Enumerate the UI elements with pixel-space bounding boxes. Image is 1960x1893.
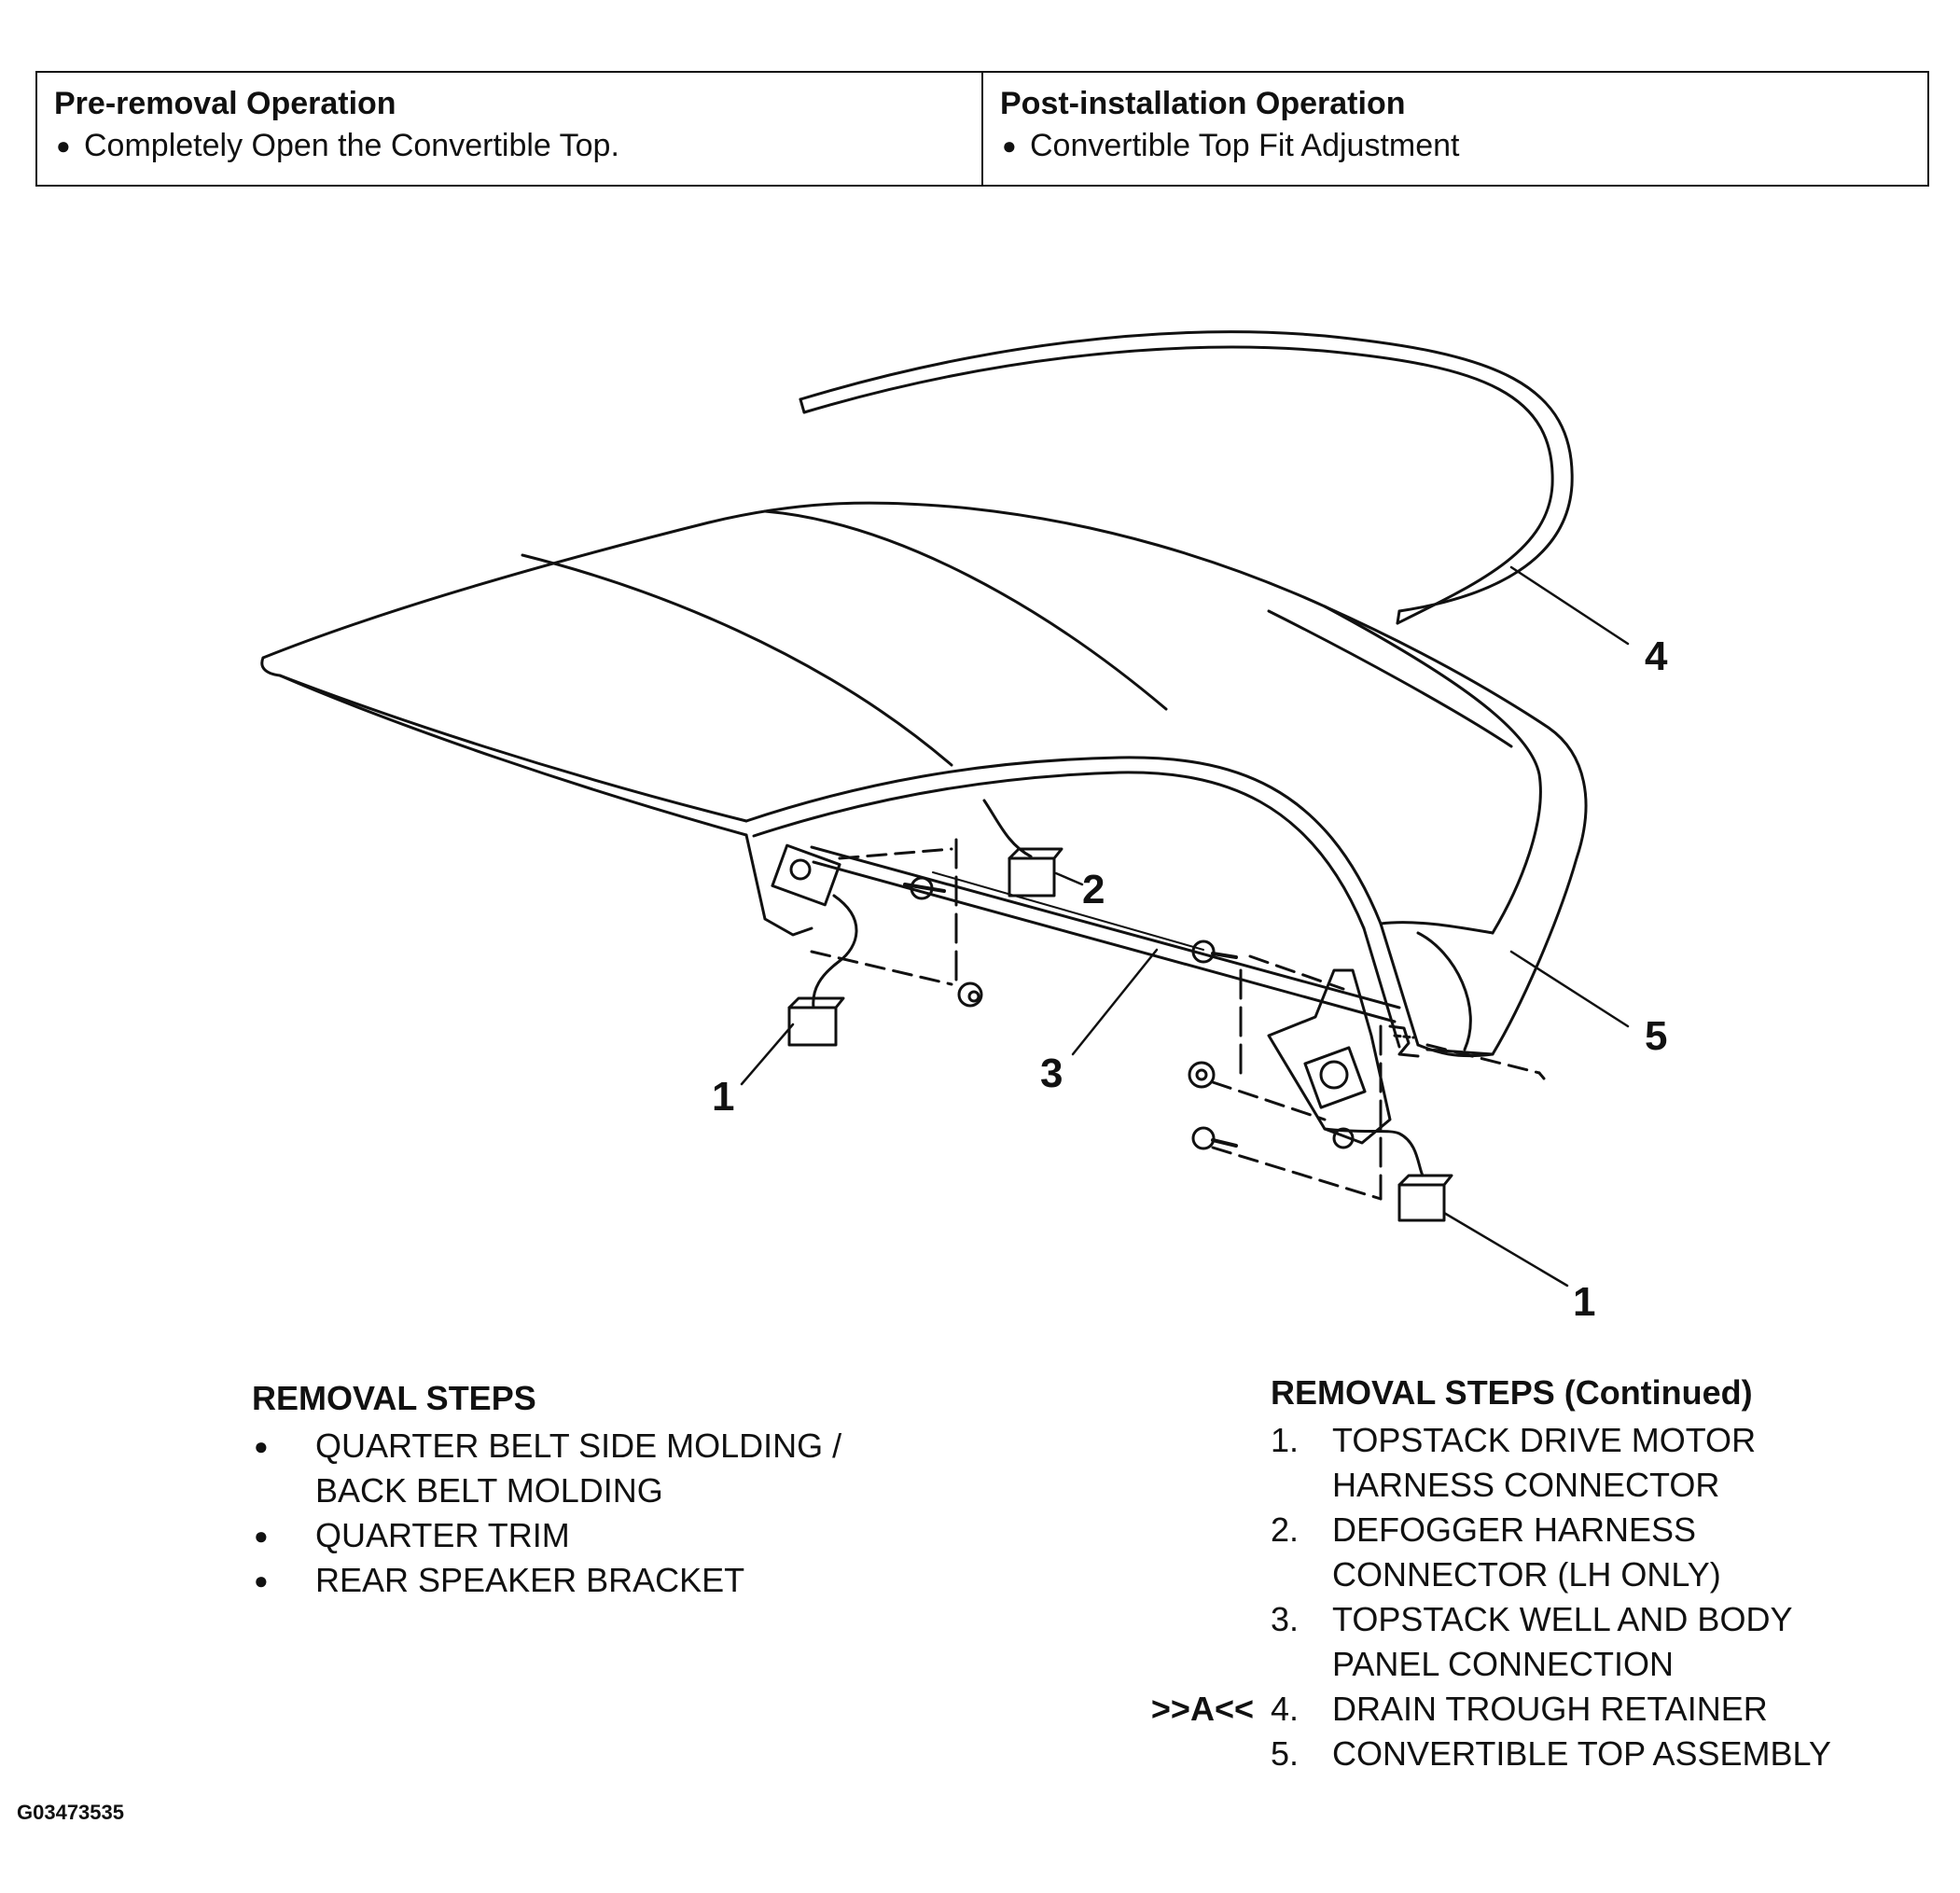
bullet-icon: ● xyxy=(254,1522,269,1550)
step-text: TOPSTACK WELL AND BODY xyxy=(1332,1600,1793,1638)
post-installation-item: ● Convertible Top Fit Adjustment xyxy=(1000,128,1911,164)
operation-table: Pre-removal Operation ● Completely Open … xyxy=(35,71,1929,187)
removal-step-item: BACK BELT MOLDING xyxy=(252,1468,961,1513)
bullet-icon: ● xyxy=(1002,132,1017,160)
step-number: 2. xyxy=(1271,1510,1300,1549)
numbered-step: 1. TOPSTACK DRIVE MOTOR xyxy=(1129,1418,1950,1463)
removal-steps-continued: REMOVAL STEPS (Continued) 1. TOPSTACK DR… xyxy=(1129,1373,1950,1776)
step-mark xyxy=(1129,1508,1271,1552)
removal-step-text: QUARTER TRIM xyxy=(315,1516,570,1554)
leader-lines xyxy=(740,565,1630,1288)
pre-removal-item: ● Completely Open the Convertible Top. xyxy=(54,128,965,164)
removal-steps: REMOVAL STEPS ● QUARTER BELT SIDE MOLDIN… xyxy=(252,1379,961,1603)
removal-step-text: REAR SPEAKER BRACKET xyxy=(315,1561,745,1599)
callout-5: 5 xyxy=(1645,1013,1667,1059)
right-fasteners xyxy=(1188,940,1546,1201)
step-text: CONVERTIBLE TOP ASSEMBLY xyxy=(1332,1734,1831,1773)
callout-1-right: 1 xyxy=(1573,1279,1595,1325)
callout-2: 2 xyxy=(1082,867,1105,912)
pre-removal-cell: Pre-removal Operation ● Completely Open … xyxy=(37,73,981,185)
pre-removal-item-text: Completely Open the Convertible Top. xyxy=(84,128,619,163)
drain-trough-retainer xyxy=(799,330,1574,625)
step-mark xyxy=(1129,1418,1271,1463)
step-text: HARNESS CONNECTOR xyxy=(1332,1466,1720,1504)
right-hinge-bracket xyxy=(1267,968,1453,1222)
numbered-step: 3. TOPSTACK WELL AND BODY xyxy=(1129,1597,1950,1642)
post-installation-item-text: Convertible Top Fit Adjustment xyxy=(1030,128,1460,163)
numbered-step-continuation: PANEL CONNECTION xyxy=(1129,1642,1950,1687)
step-mark: >>A<< xyxy=(1150,1690,1254,1728)
post-installation-heading: Post-installation Operation xyxy=(1000,86,1406,121)
step-mark xyxy=(1129,1597,1271,1642)
bullet-icon: ● xyxy=(254,1432,269,1460)
convertible-top-diagram: 4 2 5 1 3 1 xyxy=(260,330,1668,1325)
removal-step-item: ● REAR SPEAKER BRACKET xyxy=(252,1558,961,1603)
numbered-step-continuation: CONNECTOR (LH ONLY) xyxy=(1129,1552,1950,1597)
post-installation-cell: Post-installation Operation ● Convertibl… xyxy=(981,73,1927,185)
numbered-step: 5. CONVERTIBLE TOP ASSEMBLY xyxy=(1129,1732,1950,1776)
numbered-step-continuation: HARNESS CONNECTOR xyxy=(1129,1463,1950,1508)
left-drive-motor xyxy=(744,833,858,1047)
step-number: 3. xyxy=(1271,1600,1300,1638)
removal-step-text: QUARTER BELT SIDE MOLDING / xyxy=(315,1427,842,1465)
step-number: 1. xyxy=(1271,1421,1300,1459)
step-number: 5. xyxy=(1271,1734,1300,1773)
left-fasteners xyxy=(810,838,983,1008)
step-text: PANEL CONNECTION xyxy=(1332,1645,1675,1683)
callout-1-left: 1 xyxy=(712,1074,734,1120)
removal-steps-heading: REMOVAL STEPS xyxy=(252,1379,536,1417)
step-text: CONNECTOR (LH ONLY) xyxy=(1332,1555,1721,1594)
figure-id: G03473535 xyxy=(17,1801,124,1824)
topstack-well-panel xyxy=(810,845,1401,1023)
removal-step-item: ● QUARTER TRIM xyxy=(252,1513,961,1558)
removal-step-item: ● QUARTER BELT SIDE MOLDING / xyxy=(252,1424,961,1468)
step-number: 4. xyxy=(1271,1690,1300,1728)
bullet-icon: ● xyxy=(56,132,71,160)
step-text: TOPSTACK DRIVE MOTOR xyxy=(1332,1421,1757,1459)
removal-steps-continued-heading: REMOVAL STEPS (Continued) xyxy=(1271,1373,1753,1412)
bullet-icon: ● xyxy=(254,1566,269,1594)
numbered-step: >>A<< 4. DRAIN TROUGH RETAINER xyxy=(1129,1687,1950,1732)
numbered-step: 2. DEFOGGER HARNESS xyxy=(1129,1508,1950,1552)
callout-3: 3 xyxy=(1040,1051,1063,1096)
step-text: DRAIN TROUGH RETAINER xyxy=(1332,1690,1768,1728)
step-text: DEFOGGER HARNESS xyxy=(1332,1510,1697,1549)
callout-4: 4 xyxy=(1645,633,1668,679)
step-mark xyxy=(1129,1732,1271,1776)
defogger-connector xyxy=(982,799,1063,898)
removal-step-text: BACK BELT MOLDING xyxy=(315,1471,663,1510)
convertible-top-assembly xyxy=(260,501,1588,1058)
pre-removal-heading: Pre-removal Operation xyxy=(54,86,396,121)
